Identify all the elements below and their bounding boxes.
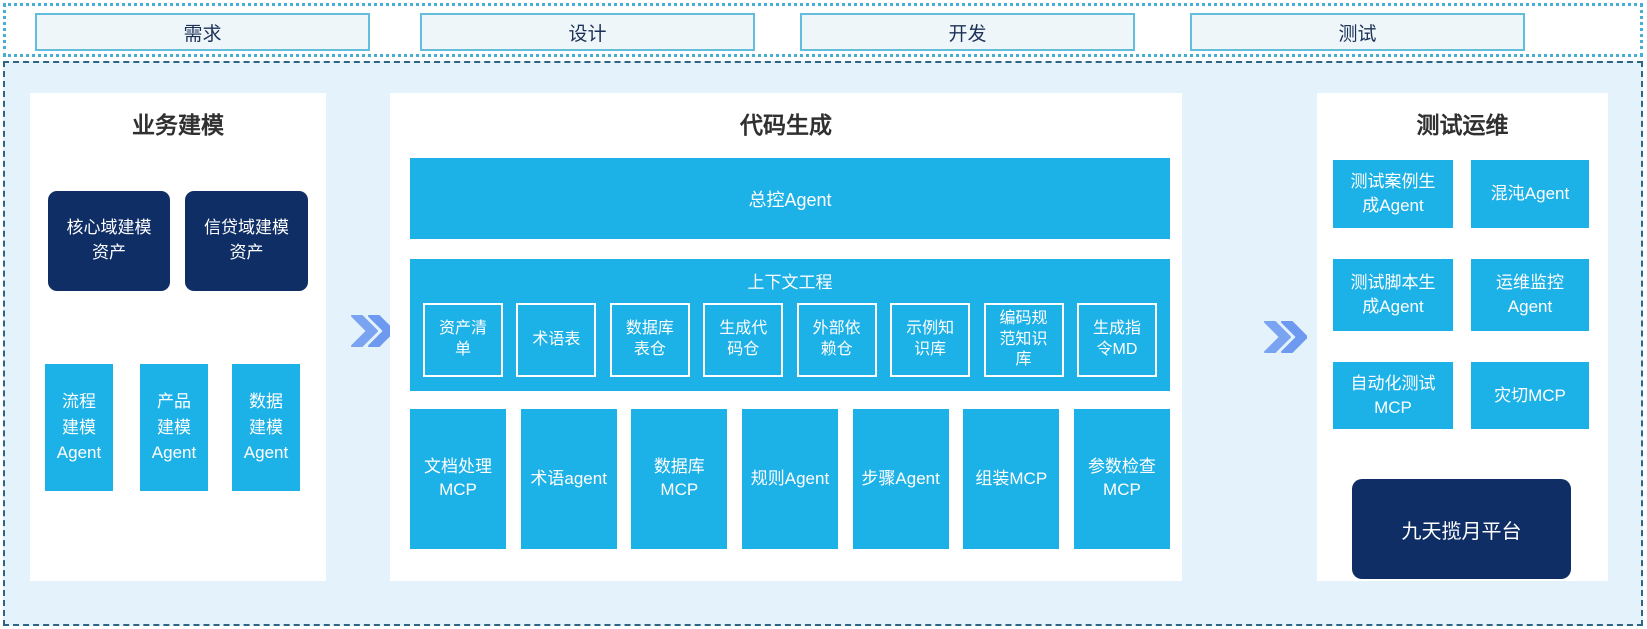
- assembly-mcp-box: 组装MCP: [963, 409, 1060, 549]
- context-items-row: 资产清单 术语表 数据库表仓 生成代码仓 外部依赖仓 示例知识库 编码规范知识库…: [423, 303, 1157, 377]
- core-domain-asset-box: 核心域建模资产: [48, 191, 170, 291]
- rule-agent-box: 规则Agent: [741, 409, 838, 549]
- panel-title-codegen: 代码生成: [740, 112, 832, 138]
- doc-processing-mcp-box: 文档处理MCP: [410, 409, 506, 549]
- ops-monitor-agent-box: 运维监控Agent: [1471, 259, 1589, 331]
- auto-test-mcp-box: 自动化测试MCP: [1333, 362, 1453, 429]
- data-modeling-agent-box: 数据建模Agent: [232, 364, 300, 491]
- jiutian-lanyue-platform-box: 九天揽月平台: [1352, 479, 1571, 579]
- external-deps-repo-box: 外部依赖仓: [796, 303, 877, 377]
- phase-box-testing: 测试: [1190, 13, 1525, 51]
- disaster-switch-mcp-box: 灾切MCP: [1471, 362, 1589, 429]
- context-engineering-title: 上下文工程: [747, 273, 833, 292]
- panel-title-business: 业务建模: [132, 112, 224, 138]
- generated-code-repo-box: 生成代码仓: [703, 303, 784, 377]
- glossary-agent-box: 术语agent: [520, 409, 617, 549]
- database-mcp-box: 数据库MCP: [631, 409, 728, 549]
- panel-test-ops: 测试运维 测试案例生成Agent 混沌Agent 测试脚本生成Agent 运维监…: [1317, 93, 1608, 581]
- generation-instruction-md-box: 生成指令MD: [1076, 303, 1157, 377]
- asset-list-box: 资产清单: [423, 303, 503, 377]
- coding-standard-kb-box: 编码规范知识库: [983, 303, 1064, 377]
- test-case-gen-agent-box: 测试案例生成Agent: [1333, 160, 1453, 228]
- phase-box-development: 开发: [800, 13, 1135, 51]
- panel-business-modeling: 业务建模 核心域建模资产 信贷域建模资产 流程建模Agent 产品建模Agent…: [30, 93, 326, 581]
- phase-box-requirements: 需求: [35, 13, 370, 51]
- double-chevron-icon: [351, 315, 394, 347]
- panel-title-testops: 测试运维: [1416, 112, 1509, 138]
- credit-domain-asset-box: 信贷域建模资产: [185, 191, 308, 291]
- example-knowledge-base-box: 示例知识库: [890, 303, 971, 377]
- master-agent-bar: 总控Agent: [410, 158, 1170, 239]
- tools-row: 文档处理MCP 术语agent 数据库MCP 规则Agent 步骤Agent 组…: [410, 409, 1170, 549]
- main-area: 业务建模 核心域建模资产 信贷域建模资产 流程建模Agent 产品建模Agent…: [3, 61, 1643, 626]
- db-table-repo-box: 数据库表仓: [609, 303, 690, 377]
- product-modeling-agent-box: 产品建模Agent: [140, 364, 208, 491]
- chaos-agent-box: 混沌Agent: [1471, 160, 1589, 228]
- phase-strip: 需求 设计 开发 测试: [3, 3, 1643, 57]
- context-engineering-box: 上下文工程 资产清单 术语表 数据库表仓 生成代码仓 外部依赖仓 示例知识库 编…: [410, 259, 1170, 391]
- param-check-mcp-box: 参数检查MCP: [1073, 409, 1170, 549]
- test-script-gen-agent-box: 测试脚本生成Agent: [1333, 259, 1453, 331]
- panel-code-generation: 代码生成 总控Agent 上下文工程 资产清单 术语表 数据库表仓 生成代码仓 …: [390, 93, 1182, 581]
- step-agent-box: 步骤Agent: [852, 409, 949, 549]
- double-chevron-icon: [1264, 321, 1307, 353]
- glossary-box: 术语表: [516, 303, 597, 377]
- phase-box-design: 设计: [420, 13, 755, 51]
- process-modeling-agent-box: 流程建模Agent: [45, 364, 113, 491]
